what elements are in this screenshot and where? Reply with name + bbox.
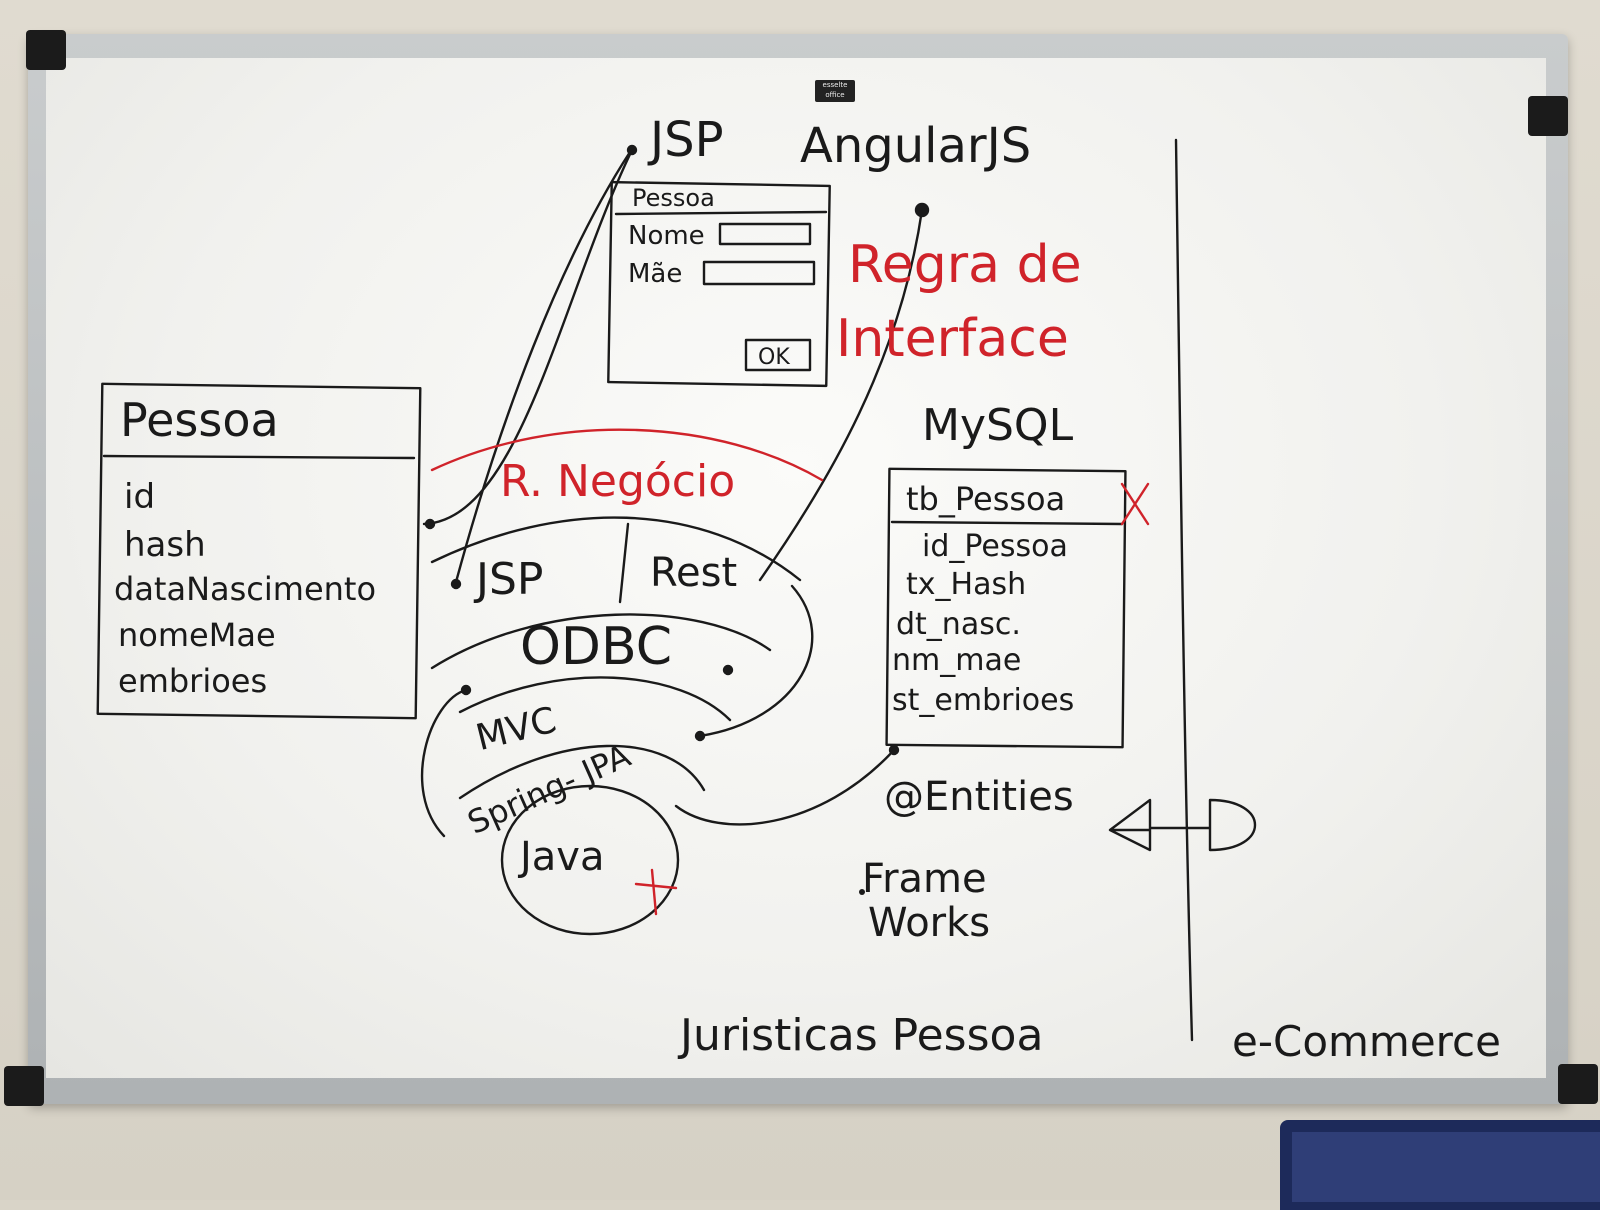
layer-java: Java [517, 834, 605, 880]
form-title-divider [614, 210, 828, 216]
layer-mvc: MVC [472, 700, 560, 759]
label-juristicas: Juristicas Pessoa [677, 1010, 1043, 1061]
class-attr-hash: hash [124, 525, 206, 565]
table-name: tb_Pessoa [906, 480, 1065, 518]
arrow-mvc-to-rest [698, 584, 814, 738]
class-attr-mae: nomeMae [118, 616, 276, 654]
class-attr-embrioes: embrioes [118, 662, 267, 700]
java-circle [500, 784, 680, 936]
class-attr-id: id [124, 477, 155, 517]
arc-jsp-rest-layer [430, 516, 802, 582]
arrow-jsp-to-jsp-top [454, 150, 632, 584]
table-tb-pessoa-box [885, 467, 1127, 749]
table-col-hash: tx_Hash [906, 567, 1026, 602]
label-jsp-top: JSP [647, 112, 724, 168]
arc-spring-jpa-layer [458, 744, 706, 800]
board-vertical-divider [1174, 138, 1194, 1042]
table-col-mae: nm_mae [892, 643, 1021, 678]
arc-odbc-layer [430, 613, 772, 670]
arrow-java-to-table [674, 748, 896, 826]
board-brand-logo: esselte office [815, 80, 855, 102]
form-nome-input [718, 222, 812, 246]
label-frameworks-2: Works [868, 900, 990, 946]
board-corner-top-right [1528, 96, 1568, 136]
layer-jsp: JSP [473, 554, 543, 605]
label-r-negocio: R. Negócio [500, 456, 735, 507]
whiteboard-surface [46, 58, 1546, 1078]
class-title-divider [102, 454, 416, 460]
class-pessoa-box [96, 382, 422, 720]
label-regra-line1: Regra de [848, 235, 1082, 295]
label-frameworks-1: Frame [862, 856, 987, 902]
board-corner-bottom-left [4, 1066, 44, 1106]
arrow-class-to-jsp-top [422, 148, 634, 526]
board-corner-top-left [26, 30, 66, 70]
class-attr-nascimento: dataNascimento [114, 570, 376, 608]
java-red-x [634, 868, 678, 916]
table-col-nasc: dt_nasc. [896, 607, 1021, 642]
arrow-spring-to-odbc [420, 688, 468, 838]
label-angularjs: AngularJS [800, 118, 1031, 174]
form-label-nome: Nome [628, 221, 705, 251]
label-mysql: MySQL [922, 400, 1074, 451]
board-corner-bottom-right [1558, 1064, 1598, 1104]
frameworks-bullet [859, 889, 865, 895]
form-ok-button [744, 338, 812, 372]
label-entities: @Entities [884, 774, 1074, 820]
form-ok-label: OK [758, 345, 790, 370]
arrow-rest-to-angular [758, 208, 924, 582]
form-mockup-box [607, 180, 831, 388]
laptop-screen [1292, 1132, 1600, 1202]
table-red-x [1120, 482, 1150, 526]
layer-odbc: ODBC [520, 617, 672, 677]
form-label-mae: Mãe [628, 259, 682, 289]
r-negocio-arc [430, 428, 824, 482]
table-title-divider [890, 520, 1124, 526]
database-symbol [1108, 798, 1257, 852]
class-name: Pessoa [120, 393, 279, 447]
jsp-rest-divider [618, 522, 630, 604]
label-ecommerce: e-Commerce [1232, 1017, 1501, 1066]
arc-mvc-layer [458, 676, 732, 722]
form-title: Pessoa [632, 184, 715, 212]
label-regra-line2: Interface [836, 309, 1069, 369]
layer-rest: Rest [650, 550, 737, 596]
form-mae-input [702, 260, 816, 286]
table-col-embrioes: st_embrioes [892, 683, 1074, 718]
table-col-id: id_Pessoa [922, 529, 1068, 564]
